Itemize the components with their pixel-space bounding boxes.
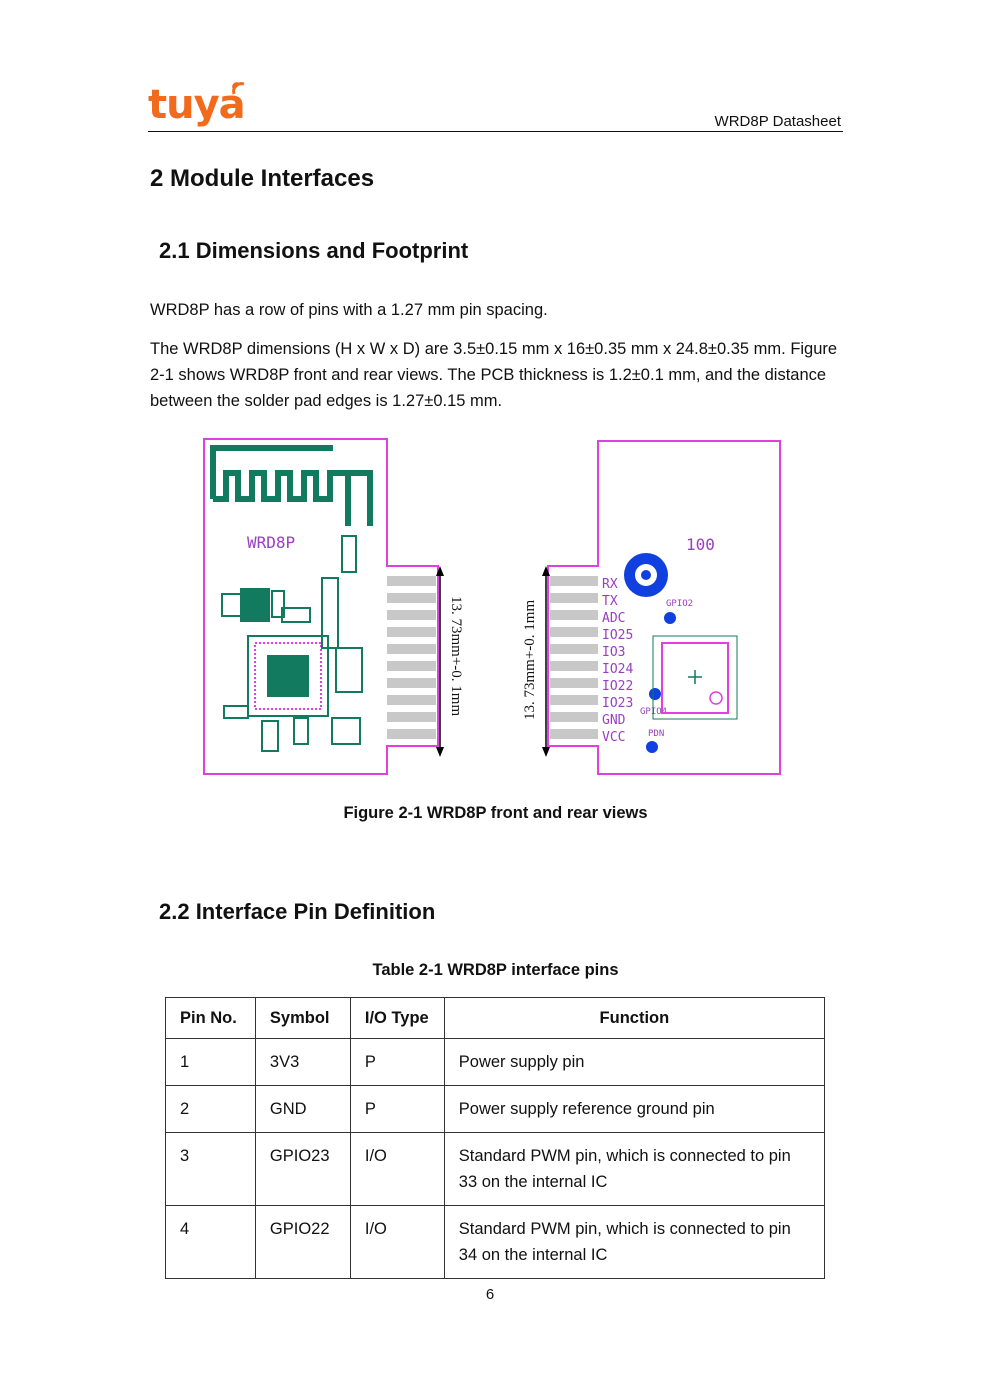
component: [271, 590, 285, 618]
pin-label: GND: [602, 713, 626, 728]
pin-label: IO25: [602, 628, 633, 643]
pin-label: TX: [602, 594, 618, 609]
table-cell: 3: [165, 1132, 256, 1206]
table-header-row: Pin No. Symbol I/O Type Function: [165, 997, 826, 1039]
component: [261, 720, 279, 752]
table-cell: Power supply pin: [443, 1038, 826, 1086]
wifi-icon: [232, 82, 245, 95]
rear-outline: [547, 440, 781, 775]
test-pad-gpio4: [649, 688, 661, 700]
antenna-trace: [210, 445, 373, 526]
component: [221, 593, 243, 617]
rear-view: 13. 73mm+-0. 1mm RX TX ADC IO25 IO3 IO24…: [522, 440, 781, 775]
paragraph-pin-spacing: WRD8P has a row of pins with a 1.27 mm p…: [150, 301, 548, 319]
logo-text: tuya: [148, 82, 246, 128]
pad-label: PDN: [648, 729, 664, 739]
column-header: Pin No.: [165, 997, 256, 1039]
table-cell: P: [349, 1038, 445, 1086]
chip-outline: [247, 635, 329, 717]
component: [341, 535, 357, 573]
column-header: I/O Type: [349, 997, 445, 1039]
component: [223, 705, 249, 719]
column-header: Symbol: [254, 997, 351, 1039]
pad-label: GPIO2: [666, 599, 693, 609]
front-pads: [387, 576, 436, 739]
component: [293, 717, 309, 745]
pin-label: RX: [602, 577, 618, 592]
header-divider: [148, 131, 843, 132]
table-cell: I/O: [349, 1132, 445, 1206]
table-row: 4 GPIO22 I/O Standard PWM pin, which is …: [165, 1205, 826, 1279]
table-cell: Standard PWM pin, which is connected to …: [443, 1132, 826, 1206]
subsection-heading-dimensions: 2.1 Dimensions and Footprint: [159, 238, 469, 263]
document-title: WRD8P Datasheet: [714, 113, 841, 130]
rear-pads: [550, 576, 598, 739]
table-cell: 2: [165, 1085, 256, 1133]
pin-definition-table: Pin No. Symbol I/O Type Function 1 3V3 P…: [165, 997, 826, 1279]
front-view: WRD8P 13. 7: [203, 438, 464, 775]
section-heading: 2 Module Interfaces: [150, 165, 375, 192]
front-outline: [203, 438, 439, 775]
table-cell: 1: [165, 1038, 256, 1086]
front-module-label: WRD8P: [247, 533, 295, 552]
pin1-marker: [709, 691, 723, 705]
table-row: 2 GND P Power supply reference ground pi…: [165, 1085, 826, 1133]
table-cell: GND: [254, 1085, 351, 1133]
table-row: 3 GPIO23 I/O Standard PWM pin, which is …: [165, 1132, 826, 1206]
component: [240, 588, 270, 622]
pad-label: GPIO4: [640, 707, 667, 717]
component: [321, 577, 339, 649]
pin-label: IO24: [602, 662, 633, 677]
table-cell: P: [349, 1085, 445, 1133]
paragraph-dimensions: The WRD8P dimensions (H x W x D) are 3.5…: [150, 340, 838, 410]
pin-label: VCC: [602, 730, 625, 745]
component-outline: [652, 635, 738, 720]
table-caption: Table 2-1 WRD8P interface pins: [372, 961, 619, 979]
chip-pins: [254, 642, 322, 710]
table-cell: GPIO22: [254, 1205, 351, 1279]
pin-label: IO23: [602, 696, 633, 711]
chip-die: [267, 655, 309, 697]
rear-dimension-label: 13. 73mm+-0. 1mm: [522, 600, 538, 720]
table-row: 1 3V3 P Power supply pin: [165, 1038, 826, 1086]
page-number: 6: [485, 1286, 495, 1303]
column-header: Function: [443, 997, 826, 1039]
component: [335, 647, 363, 693]
rear-pin-labels: RX TX ADC IO25 IO3 IO24 IO22 IO23 GND VC…: [602, 577, 633, 745]
subsection-heading-pins: 2.2 Interface Pin Definition: [159, 899, 436, 924]
pin-label: IO3: [602, 645, 625, 660]
table-cell: Standard PWM pin, which is connected to …: [443, 1205, 826, 1279]
pin-label: ADC: [602, 611, 625, 626]
table-cell: 3V3: [254, 1038, 351, 1086]
component: [281, 607, 311, 623]
component-outline: [661, 642, 729, 714]
module-footprint-figure: WRD8P 13. 7: [203, 438, 781, 775]
pin-label: IO22: [602, 679, 633, 694]
table-cell: 4: [165, 1205, 256, 1279]
tuya-logo: tuya: [148, 80, 258, 130]
component: [331, 717, 361, 745]
front-dimension-label: 13. 73mm+-0. 1mm: [448, 596, 464, 716]
rear-module-label: 100: [686, 535, 715, 554]
table-cell: Power supply reference ground pin: [443, 1085, 826, 1133]
table-cell: I/O: [349, 1205, 445, 1279]
test-pad-gpio2: [664, 612, 676, 624]
table-cell: GPIO23: [254, 1132, 351, 1206]
plus-marker: [688, 670, 702, 684]
test-pad-pdn: [646, 741, 658, 753]
figure-caption: Figure 2-1 WRD8P front and rear views: [343, 804, 648, 822]
